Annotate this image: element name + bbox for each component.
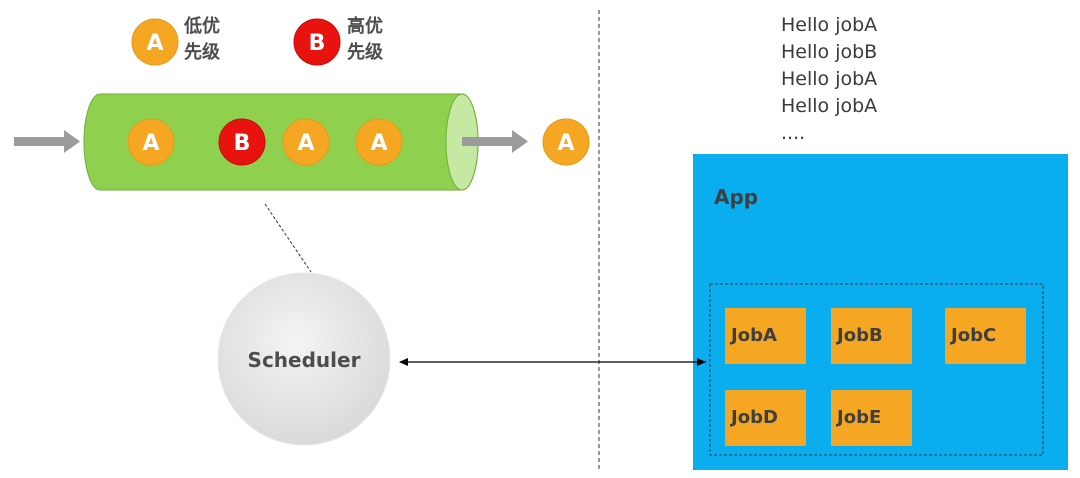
output-log: Hello jobA Hello jobB Hello jobA Hello j… <box>781 14 877 144</box>
output-log-line-2: Hello jobB <box>781 41 877 63</box>
low-priority-label-line1: 低优 <box>183 15 220 37</box>
queue-item-4: A <box>355 118 403 166</box>
queue-item-letter: B <box>234 131 251 156</box>
output-log-line-3: Hello jobA <box>781 68 877 90</box>
output-log-line-4: Hello jobA <box>781 95 877 117</box>
queue-input-arrow-icon <box>14 130 80 153</box>
legend-low-priority: A 低优 先级 <box>131 15 221 66</box>
scheduler-label: Scheduler <box>248 348 361 372</box>
app-title: App <box>714 185 758 209</box>
queue-item-letter: A <box>297 131 314 156</box>
high-priority-badge-letter: B <box>309 31 326 56</box>
job-group-box <box>709 283 1044 456</box>
output-log-line-1: Hello jobA <box>781 14 877 36</box>
job-card: JobE <box>831 390 912 446</box>
queue-item-badge-icon <box>282 118 330 166</box>
queue-output-item: A <box>542 118 590 166</box>
job-label: JobE <box>835 407 881 428</box>
job-label: JobC <box>949 325 996 346</box>
queue-item-letter: A <box>142 131 159 156</box>
scheduler-node: Scheduler <box>217 272 391 446</box>
high-priority-badge-icon <box>293 18 341 66</box>
low-priority-label-line2: 先级 <box>184 41 221 63</box>
job-label: JobD <box>729 407 778 428</box>
job-label: JobA <box>729 325 777 346</box>
job-card: JobB <box>831 308 912 364</box>
queue-item-badge-icon <box>127 118 175 166</box>
queue-item-letter: A <box>370 131 387 156</box>
job-card: JobA <box>725 308 806 364</box>
output-item-letter: A <box>557 131 574 156</box>
queue-item-badge-icon <box>218 118 266 166</box>
high-priority-label-line2: 先级 <box>347 41 384 63</box>
queue-item-1: A <box>127 118 175 166</box>
legend: A 低优 先级 B 高优 先级 <box>131 15 384 66</box>
high-priority-label-line1: 高优 <box>347 15 383 37</box>
output-log-line-5: .... <box>781 122 805 144</box>
scheduler-connector-line <box>264 203 312 273</box>
job-label: JobB <box>835 325 883 346</box>
queue-item-2: B <box>218 118 266 166</box>
low-priority-badge-icon <box>131 18 179 66</box>
queue-item-3: A <box>282 118 330 166</box>
queue-output-arrow-icon <box>462 130 528 153</box>
low-priority-badge-letter: A <box>146 31 163 56</box>
output-item-badge-icon <box>542 118 590 166</box>
app-container: App JobA JobB JobC JobD JobE <box>693 154 1068 470</box>
queue-item-badge-icon <box>355 118 403 166</box>
job-card: JobC <box>945 308 1026 364</box>
legend-high-priority: B 高优 先级 <box>293 15 384 66</box>
job-card: JobD <box>725 390 806 446</box>
